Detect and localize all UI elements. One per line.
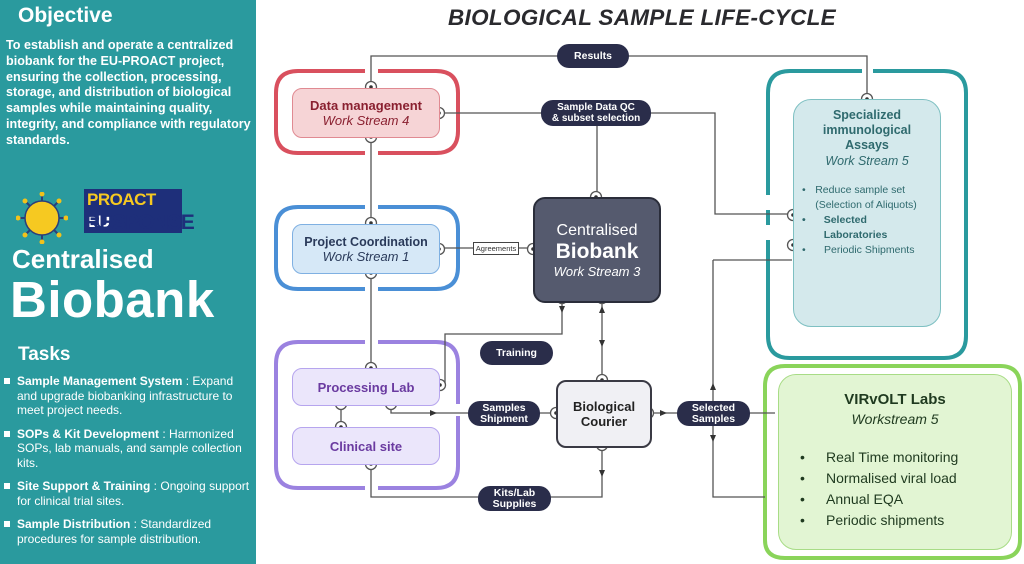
- bullet-item: •Reduce sample set (Selection of Aliquot…: [802, 184, 917, 211]
- node-project-coordination[interactable]: Project Coordination Work Stream 1: [292, 224, 440, 274]
- heading-centralised: Centralised: [12, 244, 154, 274]
- node-processing-lab[interactable]: Processing Lab: [292, 368, 440, 406]
- bullet-item: •Normalised viral load: [800, 470, 957, 486]
- node-virvolt-labs[interactable]: VIRvOLT Labs Workstream 5 •Real Time mon…: [778, 374, 1012, 550]
- bullet-item: •Annual EQA: [800, 491, 904, 507]
- bullet-item: •Periodic Shipments: [802, 244, 915, 256]
- task-item: Site Support & Training : Ongoing suppor…: [4, 479, 254, 508]
- bullet-item: •Real Time monitoring: [800, 449, 959, 465]
- node-title-line3: Assays: [845, 138, 889, 152]
- square-bullet-icon: [4, 378, 10, 384]
- node-subtitle: Work Stream 3: [553, 263, 641, 279]
- square-bullet-icon: [4, 483, 10, 489]
- frame-data-management: [274, 69, 460, 155]
- square-bullet-icon: [4, 521, 10, 527]
- node-title: Project Coordination: [304, 234, 428, 249]
- node-immunological-assays[interactable]: Specialized immunological Assays Work St…: [793, 99, 941, 327]
- node-biological-courier[interactable]: Biological Courier: [556, 380, 652, 448]
- task-item: SOPs & Kit Development : Harmonized SOPs…: [4, 427, 254, 471]
- left-panel: Objective To establish and operate a cen…: [0, 0, 256, 564]
- task-item: Sample Distribution : Standardized proce…: [4, 517, 254, 546]
- objective-text: To establish and operate a centralized b…: [6, 38, 251, 147]
- node-title-line1: Specialized: [832, 108, 902, 122]
- node-subtitle: Workstream 5: [851, 411, 939, 427]
- node-title: Clinical site: [329, 438, 403, 454]
- node-subtitle: Work Stream 1: [322, 248, 410, 264]
- node-title-line1: Centralised: [556, 221, 638, 239]
- objective-title: Objective: [18, 4, 113, 27]
- diagram-title: BIOLOGICAL SAMPLE LIFE-CYCLE: [448, 5, 836, 30]
- node-title: VIRvOLT Labs: [844, 391, 946, 408]
- bullet-item: •Selected Laboratories: [802, 214, 888, 241]
- virvolt-bullets: •Real Time monitoring •Normalised viral …: [800, 447, 990, 531]
- proact-logo: PROACT EU RESPONSE: [12, 186, 195, 244]
- logo-text-line2: RESPONSE: [85, 211, 195, 234]
- heading-biobank: Biobank: [10, 271, 215, 328]
- node-title-line1: Biological: [572, 399, 636, 414]
- bullet-item: •Periodic shipments: [800, 512, 945, 528]
- frame-virvolt: [763, 364, 1022, 560]
- square-bullet-icon: [4, 430, 10, 437]
- node-subtitle: Work Stream 4: [322, 113, 410, 128]
- node-title: Data management: [310, 98, 422, 113]
- label-training: Training: [480, 341, 553, 365]
- node-title-line2: Courier: [580, 414, 628, 429]
- task-item: Sample Management System : Expand and up…: [4, 374, 254, 418]
- tasks-title: Tasks: [18, 344, 71, 365]
- label-sample-data-qc: Sample Data QC& subset selection: [541, 100, 651, 126]
- logo-text-line1: PROACT EU: [84, 189, 182, 233]
- label-agreements: Agreements: [473, 242, 519, 255]
- node-data-management[interactable]: Data management Work Stream 4: [292, 88, 440, 138]
- node-title-line2: Biobank: [555, 239, 639, 263]
- frame-processing: [274, 340, 460, 490]
- frame-immuno: [766, 69, 968, 360]
- immuno-bullets: •Reduce sample set (Selection of Aliquot…: [802, 183, 932, 258]
- tasks-list: Sample Management System : Expand and up…: [4, 374, 254, 555]
- node-subtitle: Work Stream 5: [825, 154, 909, 168]
- virus-sun-icon: [16, 192, 68, 244]
- node-title-line2: immunological: [822, 123, 912, 137]
- label-results: Results: [557, 44, 629, 68]
- node-clinical-site[interactable]: Clinical site: [292, 427, 440, 465]
- node-centralised-biobank[interactable]: Centralised Biobank Work Stream 3: [533, 197, 661, 303]
- node-title: Processing Lab: [317, 379, 415, 395]
